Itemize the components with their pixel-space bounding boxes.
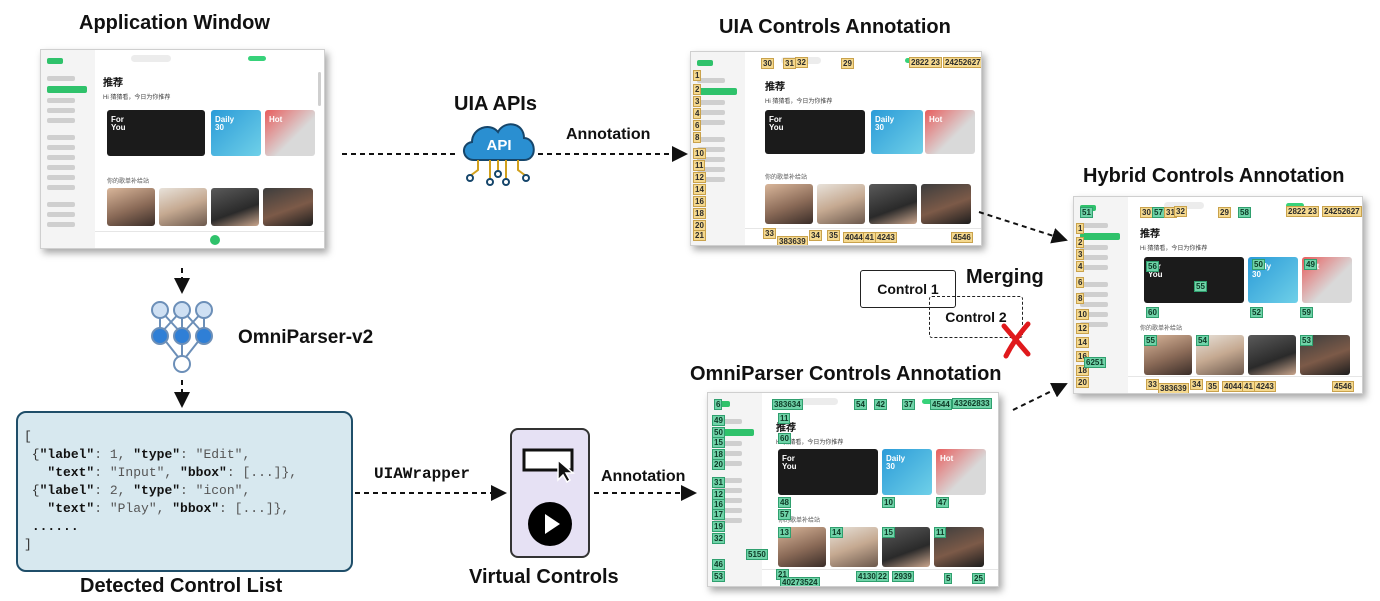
for-you-card: For You [107, 110, 205, 156]
daily-card: Daily 30 [211, 110, 261, 156]
reject-x-icon [1001, 321, 1031, 359]
hot-card: Hot [265, 110, 315, 156]
player-bar [95, 231, 324, 248]
annotation-label-top: Annotation [566, 126, 651, 143]
play-icon [528, 502, 572, 546]
virtual-controls-box [510, 428, 590, 558]
virtual-controls-title: Virtual Controls [469, 566, 619, 588]
playlist-photo [159, 188, 207, 226]
uia-annotation-screenshot: 推荐 Hi 猜猜看，今日为你推荐 For You Daily 30 Hot 你的… [690, 51, 982, 246]
control-2-box: Control 2 [929, 296, 1023, 338]
detected-control-list-title: Detected Control List [80, 575, 283, 597]
page-subtext: Hi 猜猜看，今日为你推荐 [103, 95, 171, 101]
application-window-title: Application Window [79, 12, 270, 34]
hybrid-annotation-title: Hybrid Controls Annotation [1083, 165, 1345, 187]
arrow-omni-to-hybrid [1012, 382, 1068, 411]
application-window-screenshot: 推荐 Hi 猜猜看，今日为你推荐 For You Daily 30 Hot 你的… [40, 49, 325, 249]
omniparser-annotation-title: OmniParser Controls Annotation [690, 363, 1002, 385]
control-1-box: Control 1 [860, 270, 956, 308]
sidebar [41, 50, 95, 248]
page-heading: 推荐 [103, 78, 123, 89]
hybrid-annotation-screenshot: 推荐 Hi 猜猜看，今日为你推荐 For You Daily 30 Hot 你的… [1073, 196, 1363, 394]
arrow-uia-to-hybrid [978, 211, 1068, 244]
cloud-api-icon: API [463, 123, 535, 186]
neural-network-icon [151, 301, 213, 373]
playlist-photo [263, 188, 313, 226]
uia-apis-label: UIA APIs [454, 93, 537, 115]
uia-annotation-title: UIA Controls Annotation [719, 16, 951, 38]
playlist-photo [211, 188, 259, 226]
omniparser-annotation-screenshot: 推荐 Hi 猜猜看，今日为你推荐 For You Daily 30 Hot 你的… [707, 392, 999, 587]
json-close-bracket: ] [24, 537, 32, 552]
annotation-label-bottom: Annotation [601, 468, 686, 485]
merging-label: Merging [966, 266, 1044, 288]
playlist-photo [107, 188, 155, 226]
cursor-box-icon [522, 448, 576, 484]
omniparser-label: OmniParser-v2 [238, 327, 374, 348]
api-cloud-text: API [486, 137, 511, 154]
json-open-bracket: [ [24, 429, 32, 444]
detected-control-list-box: [ {"label": 1, "type": "Edit", "text": "… [16, 411, 353, 572]
uiawrapper-label: UIAWrapper [374, 465, 471, 483]
top-bar [95, 50, 324, 68]
section-label: 你的歌单补给站 [107, 179, 150, 185]
